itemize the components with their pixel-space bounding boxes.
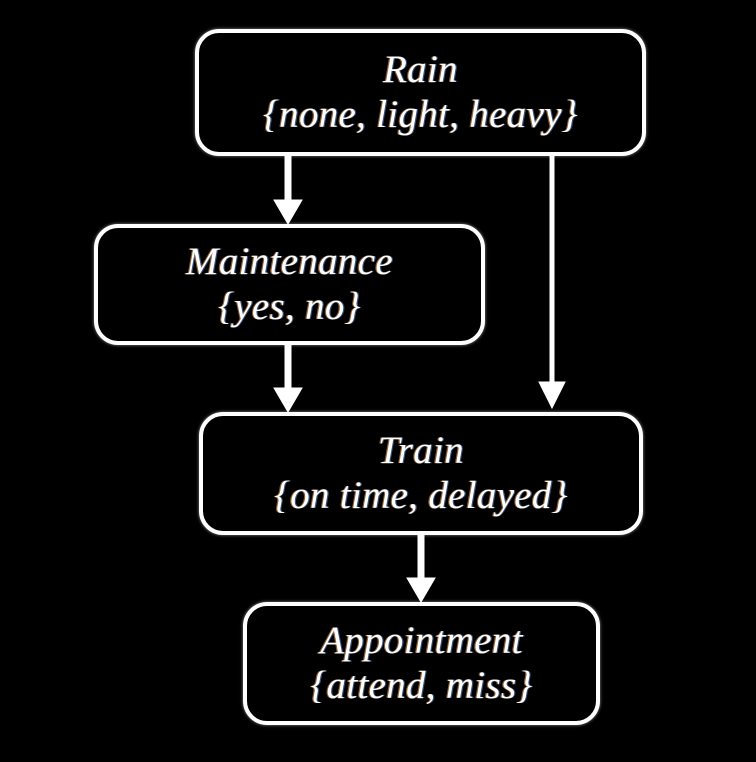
node-train-states: {on time, delayed} [274, 473, 568, 517]
node-appointment[interactable]: Appointment {attend, miss} [243, 602, 600, 725]
edge-rain-to-train [538, 154, 566, 410]
node-appointment-states: {attend, miss} [310, 663, 533, 707]
node-train[interactable]: Train {on time, delayed} [199, 412, 643, 535]
node-rain-label: Rain [383, 48, 458, 92]
node-rain[interactable]: Rain {none, light, heavy} [195, 29, 646, 156]
node-maintenance-states: {yes, no} [218, 284, 361, 328]
edge-train-to-appointment [406, 533, 436, 603]
node-train-label: Train [377, 429, 465, 473]
node-appointment-label: Appointment [320, 619, 523, 663]
edge-rain-to-maintenance [273, 154, 303, 225]
edge-maintenance-to-train [273, 343, 303, 413]
node-maintenance[interactable]: Maintenance {yes, no} [94, 224, 485, 345]
node-rain-states: {none, light, heavy} [263, 92, 578, 136]
node-maintenance-label: Maintenance [186, 240, 393, 284]
